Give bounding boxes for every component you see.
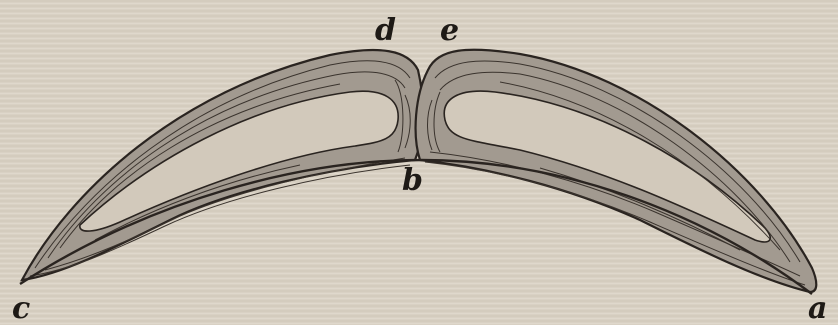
label-b: b — [402, 163, 423, 198]
label-d: d — [375, 13, 396, 48]
label-a: a — [808, 291, 827, 325]
label-c: c — [12, 291, 30, 325]
label-e: e — [440, 13, 459, 48]
